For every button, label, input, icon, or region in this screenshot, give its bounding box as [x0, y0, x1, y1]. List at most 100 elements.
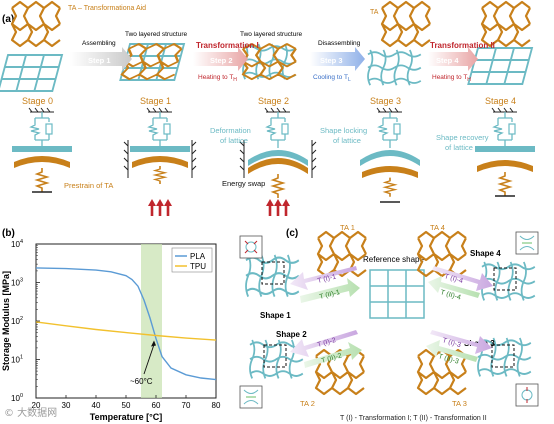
arrow-t2-1: T (II)-1 [300, 278, 360, 303]
x-tick-label: 80 [212, 401, 221, 410]
two-layered-label-1: Two layered structure [125, 31, 188, 38]
x-tick-label: 50 [122, 401, 131, 410]
shape-2: Shape 2 [249, 330, 307, 380]
inset-shape-1 [239, 235, 263, 259]
arrow-t1-2: T (I)-2 [290, 330, 358, 357]
ta-net-stage0 [10, 0, 62, 48]
stage-3-label: Stage 3 [370, 96, 401, 106]
step-2-sub: Heating to TH [198, 74, 237, 83]
y-tick-label: 104 [11, 239, 23, 249]
arrow-t1-3-label: T (I)-3 [441, 337, 461, 349]
deformation-note-1: Deformation [210, 126, 251, 135]
arrow-t1-4-label: T (I)-4 [443, 273, 463, 285]
shape-2-label: Shape 2 [276, 330, 307, 339]
y-tick-label: 100 [11, 393, 23, 403]
step-2: Transformation I Step 2 Heating to TH [193, 41, 259, 83]
step-4-arrow [428, 47, 478, 71]
recovery-note-1: Shape recovery [436, 133, 489, 142]
shape-4-label: Shape 4 [470, 249, 501, 258]
two-layered-structure-1 [119, 42, 185, 81]
x-tick-label: 20 [32, 401, 41, 410]
arrow-t1-1: T (I)-1 [290, 266, 357, 290]
step-1-arrow [70, 47, 132, 71]
ta-1-label: TA 1 [340, 223, 355, 232]
step-1-top-label: Assembling [82, 40, 116, 47]
arrow-t1-3: T (I)-3 [430, 330, 492, 354]
mechanical-model-stage4 [475, 107, 535, 197]
two-layered-label-2: Two layered structure [240, 31, 303, 38]
energy-swap-note: Energy swap [222, 179, 265, 188]
ta-net-stage3 [380, 0, 432, 48]
ta-2-label: TA 2 [300, 399, 315, 408]
stage-0-label: Stage 0 [22, 96, 53, 106]
transition-annotation: ~60°C [130, 340, 156, 386]
x-tick-label: 30 [62, 401, 71, 410]
recovery-note-2: of lattice [445, 143, 473, 152]
transformation-footnote: T (I) - Transformation I; T (II) - Trans… [340, 415, 487, 422]
step-3: Disassembling Step 3 Cooling to TL [310, 40, 365, 83]
arrow-t1-1-label: T (I)-1 [317, 274, 337, 285]
legend-label-pla: PLA [190, 252, 206, 261]
shape-1: Shape 1 [244, 253, 300, 320]
shape-1-label: Shape 1 [260, 311, 291, 320]
step-3-top-label: Disassembling [318, 40, 361, 47]
prestrain-note: Prestrain of TA [64, 181, 113, 190]
stage-4-label: Stage 4 [485, 96, 516, 106]
ta-caption: TA – Transformationa Aid [68, 5, 146, 12]
panel-b-label: (b) [2, 228, 15, 239]
mechanical-model-stage3 [360, 107, 420, 203]
step-1: Assembling Step 1 [70, 40, 132, 71]
step-1-label: Step 1 [88, 56, 111, 65]
mechanical-model-stage2 [239, 107, 317, 218]
step-2-arrow [193, 47, 248, 71]
deformation-note-2: of lattice [220, 136, 248, 145]
panel-a-label: (a) [2, 14, 14, 25]
inset-shape-4 [515, 231, 539, 255]
y-tick-label: 102 [11, 316, 23, 326]
ta-net-stage4 [480, 0, 532, 48]
watermark: © 大数据网 [4, 408, 58, 419]
step-4: Transformation II Step 4 Heating to TH [428, 41, 495, 83]
step-4-label: Step 4 [436, 56, 459, 65]
locking-note-1: Shape locking [320, 126, 367, 135]
reference-grid [369, 269, 425, 319]
series-line-tpu [35, 321, 217, 341]
shape-4: Shape 4 [470, 249, 536, 302]
reference-shape-label: Reference shape [363, 255, 424, 264]
lattice-stage0 [0, 54, 63, 92]
step-4-sub: Heating to TH [432, 74, 471, 83]
stage-1-label: Stage 1 [140, 96, 171, 106]
transition-temp-label: ~60°C [130, 377, 153, 386]
legend: PLA TPU [171, 247, 213, 273]
step-3-label: Step 3 [320, 56, 343, 65]
mechanical-model-stage0 [12, 107, 72, 193]
stage-2-label: Stage 2 [258, 96, 289, 106]
x-tick-label: 70 [182, 401, 191, 410]
arrow-t1-2-label: T (I)-2 [317, 337, 337, 349]
lattice-stage4 [467, 47, 533, 85]
x-tick-label: 40 [92, 401, 101, 410]
arrow-t2-2-label: T (II)-2 [321, 352, 343, 365]
step-2-label: Step 2 [210, 56, 233, 65]
ta-3-label: TA 3 [452, 399, 467, 408]
legend-label-tpu: TPU [190, 262, 206, 271]
y-axis-label: Storage Modulus [MPa] [1, 271, 11, 371]
mechanical-model-stage1 [123, 107, 197, 218]
inset-shape-2 [239, 385, 263, 409]
ta-1-net [316, 230, 368, 278]
arrow-t1-4: T (I)-4 [432, 266, 493, 291]
panel-c-label: (c) [286, 228, 298, 239]
inset-shape-3 [515, 383, 539, 407]
y-tick-label: 103 [11, 278, 23, 288]
step-3-sub: Cooling to TL [313, 74, 351, 83]
step-2-top-label: Transformation I [196, 41, 259, 50]
lattice-stage3 [367, 49, 422, 87]
arrow-t2-1-label: T (II)-1 [319, 289, 341, 301]
ta-4-label: TA 4 [430, 223, 445, 232]
locking-note-2: of lattice [333, 136, 361, 145]
step-4-top-label: Transformation II [430, 41, 495, 50]
x-tick-label: 60 [152, 401, 161, 410]
y-tick-label: 101 [11, 355, 23, 365]
